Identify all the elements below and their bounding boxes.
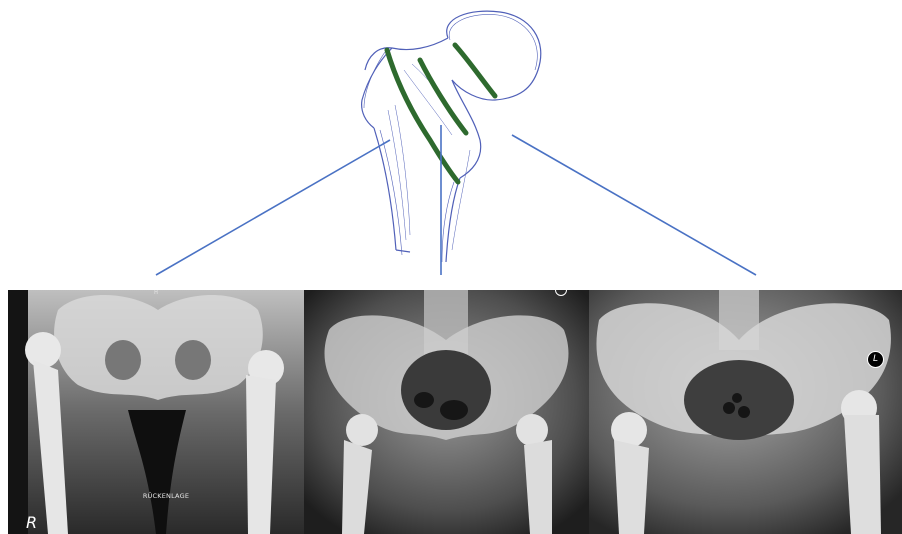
xray-image-middle bbox=[304, 290, 589, 534]
connector-line-left bbox=[156, 140, 390, 275]
connector-lines bbox=[156, 125, 756, 275]
top-marker: H bbox=[8, 290, 304, 296]
laterality-label: R bbox=[26, 513, 37, 532]
proximal-femur-diagram bbox=[0, 0, 902, 290]
xray-panel-right: L bbox=[589, 290, 902, 534]
side-marker: L bbox=[867, 351, 884, 368]
connector-line-right bbox=[512, 135, 756, 275]
position-label: RÜCKENLAGE bbox=[18, 492, 304, 500]
xray-panel-middle bbox=[304, 290, 589, 534]
xray-image-right bbox=[589, 290, 902, 534]
xray-panel-left: H RÜCKENLAGE R bbox=[8, 290, 304, 534]
